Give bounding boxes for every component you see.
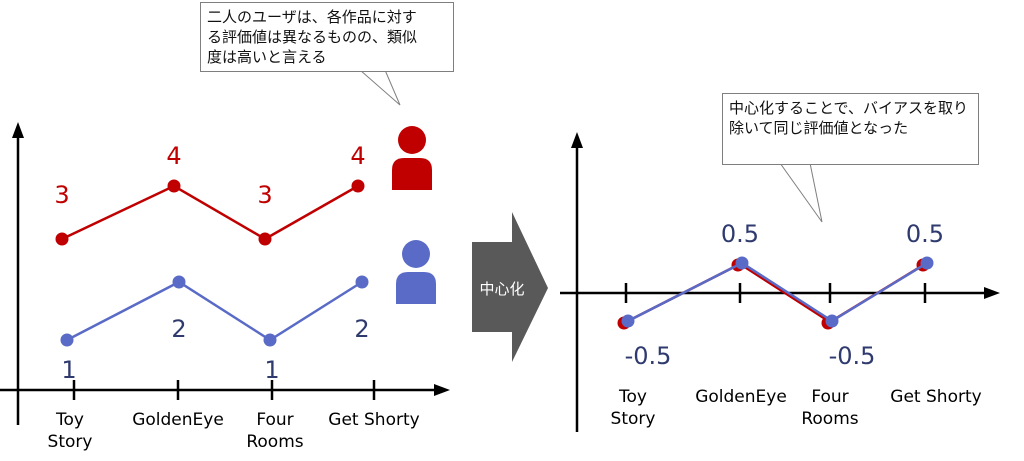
right-category-label: Get Shorty <box>890 387 981 407</box>
left-blue-data-label: 1 <box>264 356 279 384</box>
left-blue-data-label: 2 <box>354 315 369 343</box>
left-red-series: 3 4 3 4 <box>54 142 366 246</box>
right-x-ticks <box>624 283 927 303</box>
left-red-data-label: 4 <box>350 142 365 170</box>
left-red-point <box>55 232 69 246</box>
left-blue-point <box>172 275 186 289</box>
left-red-point <box>351 179 365 193</box>
right-blue-point <box>825 314 839 328</box>
left-category-label: Get Shorty <box>328 410 419 430</box>
right-blue-line <box>627 261 928 323</box>
right-blue-point <box>621 314 635 328</box>
left-y-axis-arrowhead <box>12 122 24 138</box>
right-y-axis-arrowhead <box>571 132 583 148</box>
left-blue-line <box>66 280 363 342</box>
left-blue-data-label: 1 <box>61 356 76 384</box>
left-blue-data-label: 2 <box>171 315 186 343</box>
left-x-axis-arrowhead <box>434 384 450 396</box>
left-blue-series: 1 2 1 2 <box>60 275 370 384</box>
left-blue-point <box>355 275 369 289</box>
right-callout-tail <box>779 162 823 223</box>
left-red-line <box>61 184 359 241</box>
left-blue-point <box>60 333 74 347</box>
right-blue-point <box>920 256 934 270</box>
left-red-data-label: 3 <box>257 181 272 209</box>
left-callout-tail <box>358 69 401 106</box>
left-red-data-label: 4 <box>166 142 181 170</box>
red-user-person-icon <box>392 126 432 190</box>
right-x-axis-arrowhead <box>984 287 1000 299</box>
left-red-data-label: 3 <box>54 181 69 209</box>
right-data-label: -0.5 <box>625 342 672 370</box>
left-x-ticks <box>72 380 376 400</box>
right-data-label: -0.5 <box>829 342 876 370</box>
left-callout: 二人のユーザは、各作品に対す る評価値は異なるものの、類似 度は高いと言える <box>200 2 454 72</box>
right-blue-point <box>735 256 749 270</box>
left-blue-point <box>263 333 277 347</box>
right-callout: 中心化することで、バイアスを取り 除いて同じ評価値となった <box>722 93 979 165</box>
right-data-label: 0.5 <box>721 220 759 248</box>
left-red-point <box>258 232 272 246</box>
right-category-label: GoldenEye <box>695 387 787 407</box>
centering-arrow-label: 中心化 <box>479 280 525 298</box>
left-category-label: GoldenEye <box>132 410 224 430</box>
centering-arrow <box>472 212 548 362</box>
right-centered-series: -0.5 0.5 -0.5 0.5 <box>617 220 944 370</box>
blue-user-person-icon <box>396 240 436 304</box>
right-data-label: 0.5 <box>906 220 944 248</box>
left-red-point <box>167 179 181 193</box>
